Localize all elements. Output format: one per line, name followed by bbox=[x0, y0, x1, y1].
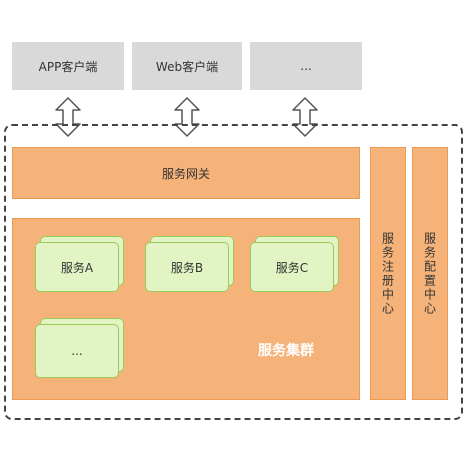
config-label: 服务配置中心 bbox=[422, 231, 437, 316]
service-more-label: ... bbox=[71, 344, 83, 358]
client-other: ... bbox=[250, 42, 362, 90]
client-web: Web客户端 bbox=[132, 42, 242, 90]
double-arrow-icon bbox=[292, 97, 318, 137]
system-boundary bbox=[4, 124, 463, 420]
service-c: 服务C bbox=[250, 242, 334, 292]
double-arrow-icon bbox=[174, 97, 200, 137]
service-b-label: 服务B bbox=[170, 260, 204, 275]
client-web-label: Web客户端 bbox=[155, 59, 219, 74]
gateway-label: 服务网关 bbox=[161, 166, 210, 181]
registry-label: 服务注册中心 bbox=[380, 231, 395, 316]
service-registry: 服务注册中心 bbox=[370, 147, 406, 400]
service-a: 服务A bbox=[35, 242, 119, 292]
service-gateway: 服务网关 bbox=[12, 147, 360, 199]
double-arrow-icon bbox=[55, 97, 81, 137]
service-b: 服务B bbox=[145, 242, 229, 292]
cluster-label: 服务集群 bbox=[258, 343, 314, 359]
service-config: 服务配置中心 bbox=[412, 147, 448, 400]
client-app-label: APP客户端 bbox=[38, 59, 98, 74]
client-other-label: ... bbox=[300, 59, 312, 73]
service-a-label: 服务A bbox=[60, 260, 94, 275]
service-more: ... bbox=[35, 324, 119, 378]
client-app: APP客户端 bbox=[12, 42, 124, 90]
service-c-label: 服务C bbox=[275, 260, 309, 275]
